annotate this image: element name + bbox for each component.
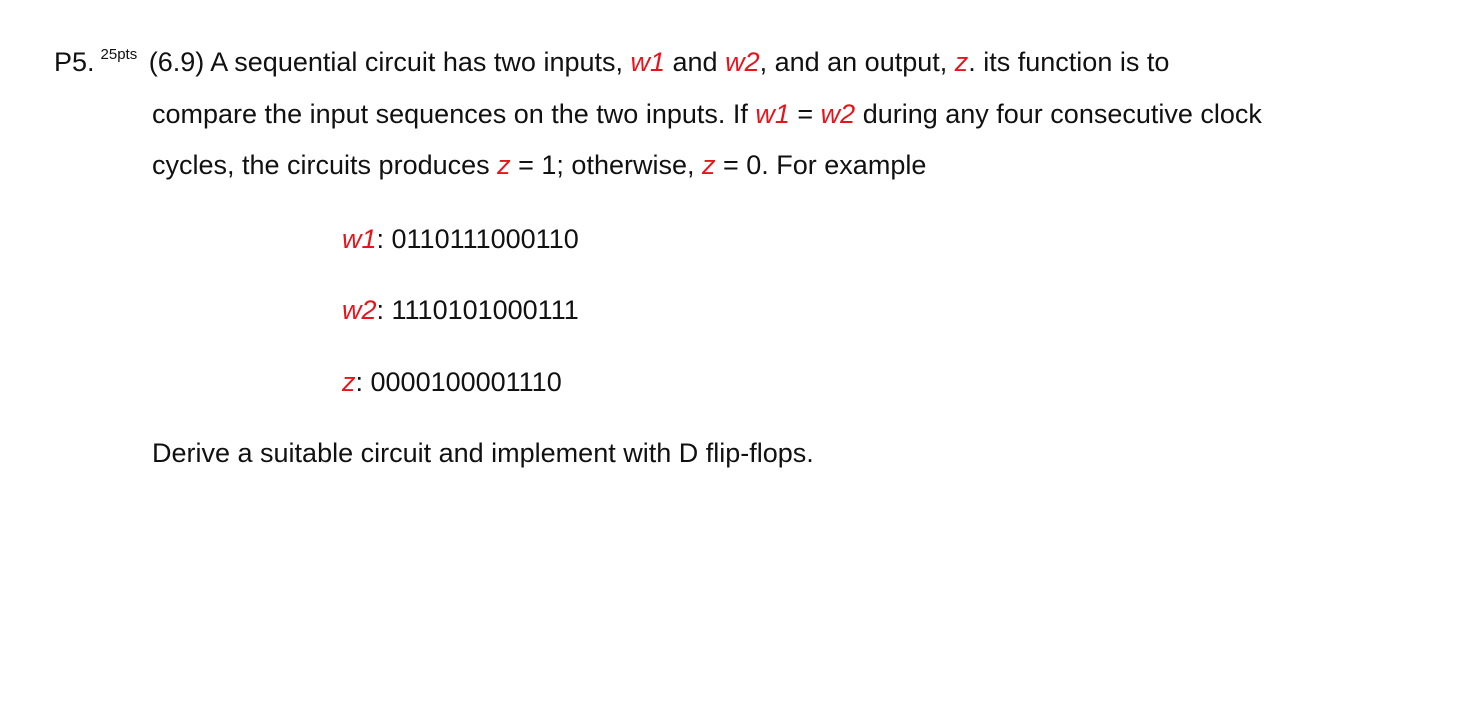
example-w1-value: 0110111000110 (391, 224, 579, 254)
text-segment: cycles, the circuits produces (152, 150, 498, 180)
example-separator: : (376, 224, 392, 254)
example-z-label: z (342, 367, 356, 397)
task-instruction: Derive a suitable circuit and implement … (152, 438, 814, 468)
variable-z: z (702, 150, 716, 180)
variable-w1: w1 (630, 47, 666, 77)
problem-line-2: compare the input sequences on the two i… (152, 97, 1262, 131)
points-badge: 25pts (100, 46, 138, 63)
text-segment: = 0. For example (715, 150, 927, 180)
example-w1-row: w1: 0110111000110 (342, 222, 579, 256)
example-separator: : (376, 295, 392, 325)
problem-line-3: cycles, the circuits produces z = 1; oth… (152, 148, 926, 182)
text-segment: and (665, 47, 726, 77)
variable-w2: w2 (725, 47, 760, 77)
example-separator: : (355, 367, 371, 397)
example-w2-row: w2: 1110101000111 (342, 293, 579, 327)
example-z-row: z: 0000100001110 (342, 365, 562, 399)
text-segment: during any four consecutive clock (855, 99, 1262, 129)
text-segment: = 1; otherwise, (510, 150, 702, 180)
example-w1-label: w1 (342, 224, 377, 254)
variable-w1: w1 (755, 99, 790, 129)
text-segment: (6.9) A sequential circuit has two input… (141, 47, 631, 77)
example-w2-label: w2 (342, 295, 377, 325)
problem-number: P5. (54, 47, 95, 77)
text-segment: = (789, 99, 821, 129)
problem-line-1: P5. 25pts (6.9) A sequential circuit has … (54, 45, 1169, 84)
example-z-value: 0000100001110 (370, 367, 562, 397)
text-segment: compare the input sequences on the two i… (152, 99, 756, 129)
example-w2-value: 1110101000111 (391, 295, 579, 325)
text-segment: . its function is to (968, 47, 1170, 77)
variable-z: z (954, 47, 969, 77)
variable-w2: w2 (820, 99, 856, 129)
text-segment: , and an output, (759, 47, 955, 77)
variable-z: z (497, 150, 511, 180)
